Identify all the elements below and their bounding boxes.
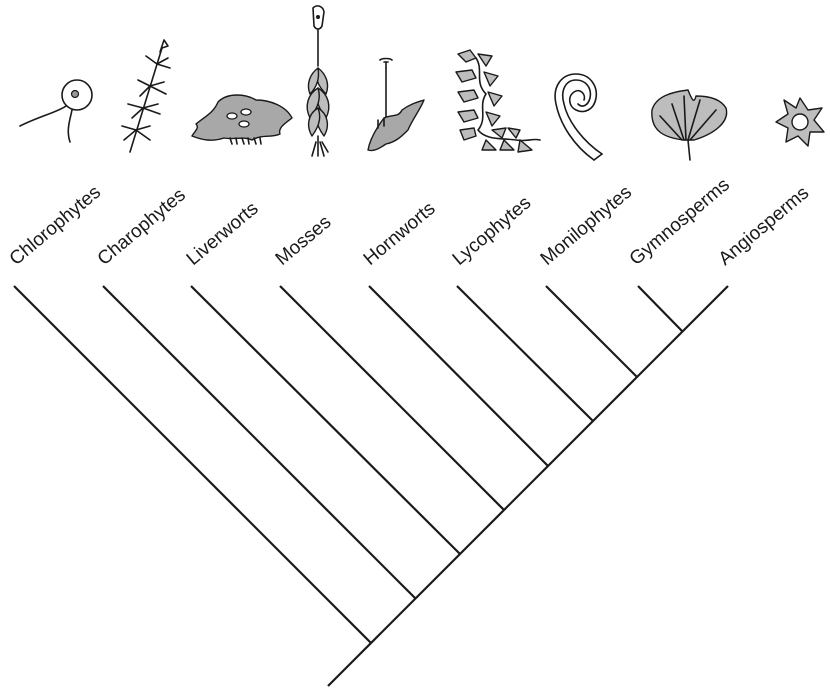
taxon-label-monilophytes: Monilophytes [537, 182, 636, 270]
branch-monilophytes [546, 286, 637, 377]
branch-chlorophytes [14, 286, 371, 643]
branch-lycophytes [457, 286, 593, 421]
taxon-label-hornworts: Hornworts [360, 198, 440, 270]
branch-mosses [280, 286, 504, 510]
ginkgo-leaf-icon [652, 90, 727, 160]
tree-backbone [328, 286, 728, 686]
liverwort-thallus-icon [192, 95, 292, 144]
taxon-label-liverworts: Liverworts [183, 198, 263, 270]
taxon-label-lycophytes: Lycophytes [449, 192, 536, 269]
branch-gymnosperms [638, 286, 682, 331]
moss-sporophyte-icon [307, 6, 329, 156]
fern-fiddlehead-icon [555, 74, 602, 160]
taxon-label-angiosperms: Angiosperms [715, 182, 813, 269]
branch-charophytes [103, 286, 415, 598]
taxon-label-charophytes: Charophytes [94, 184, 190, 269]
charophyte-alga-icon [122, 40, 170, 152]
chlorophyte-cell-icon [20, 80, 92, 142]
taxon-label-chlorophytes: Chlorophytes [6, 182, 105, 270]
branch-liverworts [191, 286, 460, 554]
flower-icon [776, 98, 824, 146]
taxon-label-mosses: Mosses [272, 212, 336, 270]
hornwort-icon [368, 59, 424, 151]
branch-hornworts [369, 286, 548, 466]
lycophyte-shoot-icon [456, 50, 540, 152]
